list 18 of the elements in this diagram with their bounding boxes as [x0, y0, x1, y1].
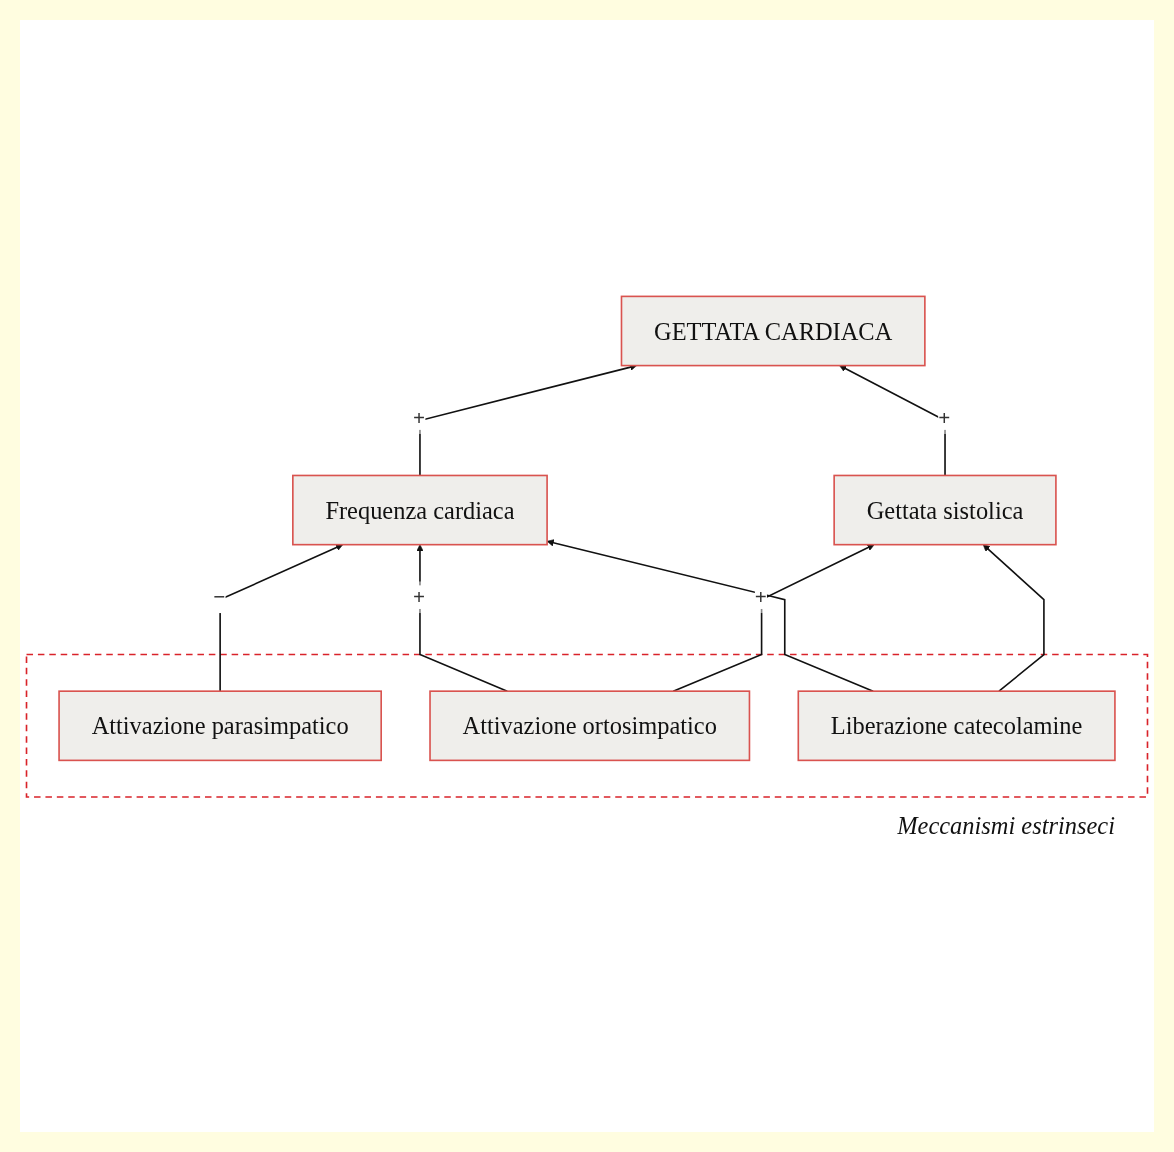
arrow — [839, 365, 946, 477]
arrow — [546, 539, 874, 692]
edge-label: + — [413, 585, 426, 609]
node-label: Meccanismi estrinseci — [897, 811, 1115, 839]
arrow — [219, 544, 344, 692]
arrow — [982, 544, 1045, 692]
node-box: Frequenza cardiaca — [292, 474, 548, 546]
edge-label: + — [938, 406, 951, 430]
edge-label: + — [413, 406, 426, 430]
node-box: Attivazione ortosimpatico — [429, 690, 751, 762]
node-box: GETTATA CARDIACA — [620, 295, 926, 367]
edge-label: − — [213, 585, 226, 609]
edge-label: + — [754, 585, 767, 609]
cluster — [25, 653, 1149, 798]
node-box: Gettata sistolica — [833, 474, 1057, 546]
arrow — [672, 544, 875, 692]
node-box: Liberazione catecolamine — [797, 690, 1116, 762]
node-box: Attivazione parasimpatico — [58, 690, 382, 762]
